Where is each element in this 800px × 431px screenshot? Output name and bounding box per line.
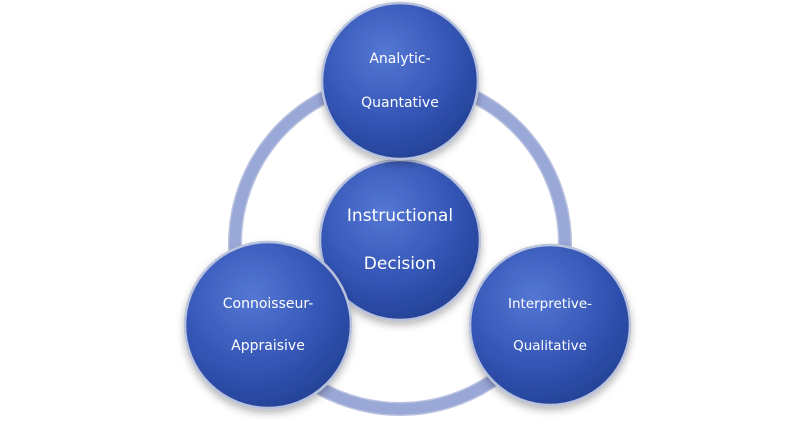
node-left bbox=[183, 240, 353, 410]
node-top bbox=[320, 1, 480, 161]
node-right bbox=[468, 243, 632, 407]
